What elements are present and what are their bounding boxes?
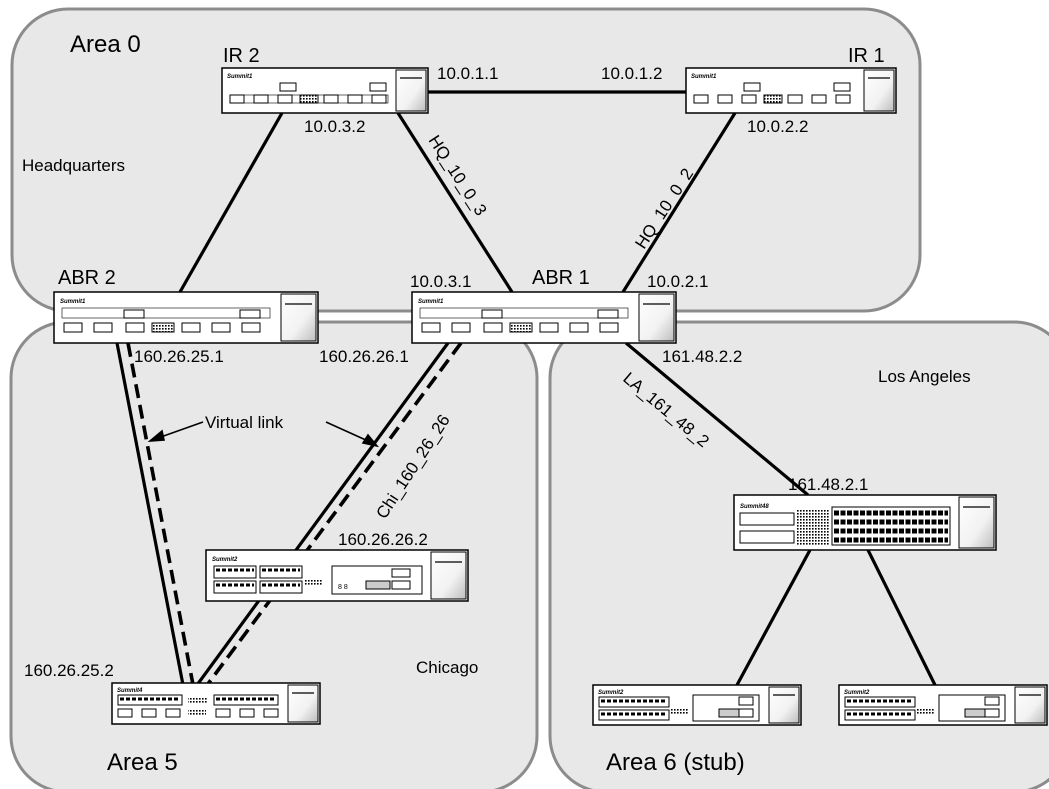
link-ir2-abr2 xyxy=(178,112,284,293)
area-0-region xyxy=(10,7,922,313)
area-0-label: Area 0 xyxy=(70,31,141,58)
ir2-name: IR 2 xyxy=(223,45,260,67)
ip-ir2-abr1: 10.0.3.2 xyxy=(304,117,365,136)
svg-text:Summit2: Summit2 xyxy=(844,690,870,696)
ip-la-core: 161.48.2.1 xyxy=(788,475,868,494)
ip-abr1-la: 161.48.2.2 xyxy=(662,347,742,366)
svg-text:Summit1: Summit1 xyxy=(418,299,444,305)
link-abr1-chicago xyxy=(184,342,450,701)
headquarters-label: Headquarters xyxy=(22,156,125,175)
area-6-region xyxy=(548,320,1049,789)
switch-la-right[interactable]: Summit2 xyxy=(838,684,1048,726)
svg-text:Summit1: Summit1 xyxy=(691,74,717,80)
switch-chicago-mid[interactable]: Summit2 8 8 xyxy=(205,549,469,602)
link-ir2-abr1 xyxy=(396,112,514,293)
virtual-link-callout xyxy=(147,421,380,448)
router-ir1[interactable]: Summit1 xyxy=(685,67,897,114)
router-abr1[interactable]: Summit1 xyxy=(411,291,677,344)
virtual-link-label: Virtual link xyxy=(205,413,284,432)
ip-abr1-ir2: 10.0.3.1 xyxy=(410,272,471,291)
svg-text:Summit48: Summit48 xyxy=(740,504,769,510)
ip-abr1-chicago: 160.26.26.1 xyxy=(319,347,409,366)
ip-ir1-ir2: 10.0.1.2 xyxy=(601,64,662,83)
switch-chicago-bottom[interactable]: Summit4 xyxy=(111,682,321,725)
switch-la-core[interactable]: Summit48 xyxy=(733,494,997,551)
ip-abr2-chicago: 160.26.25.1 xyxy=(134,347,224,366)
svg-text:Summit2: Summit2 xyxy=(212,557,238,563)
ip-chicago-bottom: 160.26.25.2 xyxy=(24,661,114,680)
ip-abr1-ir1: 10.0.2.1 xyxy=(647,272,708,291)
svg-text:8 8: 8 8 xyxy=(338,584,348,591)
virtual-links xyxy=(126,341,463,702)
ip-ir2-ir1: 10.0.1.1 xyxy=(437,64,498,83)
los-angeles-label: Los Angeles xyxy=(878,367,971,386)
ip-ir1-abr1: 10.0.2.2 xyxy=(747,117,808,136)
link-abr1-la xyxy=(624,341,810,497)
abr1-name: ABR 1 xyxy=(532,267,590,289)
router-ir2[interactable]: Summit1 xyxy=(221,67,429,114)
switch-la-left[interactable]: Summit2 xyxy=(592,684,802,726)
svg-text:Summit1: Summit1 xyxy=(227,74,253,80)
svg-text:Summit4: Summit4 xyxy=(117,688,143,694)
chicago-label: Chicago xyxy=(416,658,478,677)
ip-chicago-mid: 160.26.26.2 xyxy=(338,530,428,549)
ir1-name: IR 1 xyxy=(848,45,885,67)
virtual-link-left xyxy=(126,342,196,691)
link-la-core-left xyxy=(735,549,812,686)
area-6-label: Area 6 (stub) xyxy=(606,749,745,776)
router-abr2[interactable]: Summit1 xyxy=(53,291,319,344)
link-abr2-chicago xyxy=(115,342,186,691)
virtual-link-right xyxy=(194,341,463,702)
link-ir1-abr1 xyxy=(621,112,737,293)
abr2-name: ABR 2 xyxy=(58,267,116,289)
area-5-label: Area 5 xyxy=(107,749,178,776)
svg-text:Summit1: Summit1 xyxy=(60,299,86,305)
svg-text:Summit2: Summit2 xyxy=(598,690,624,696)
link-la-core-right xyxy=(866,549,937,686)
links xyxy=(115,90,937,701)
